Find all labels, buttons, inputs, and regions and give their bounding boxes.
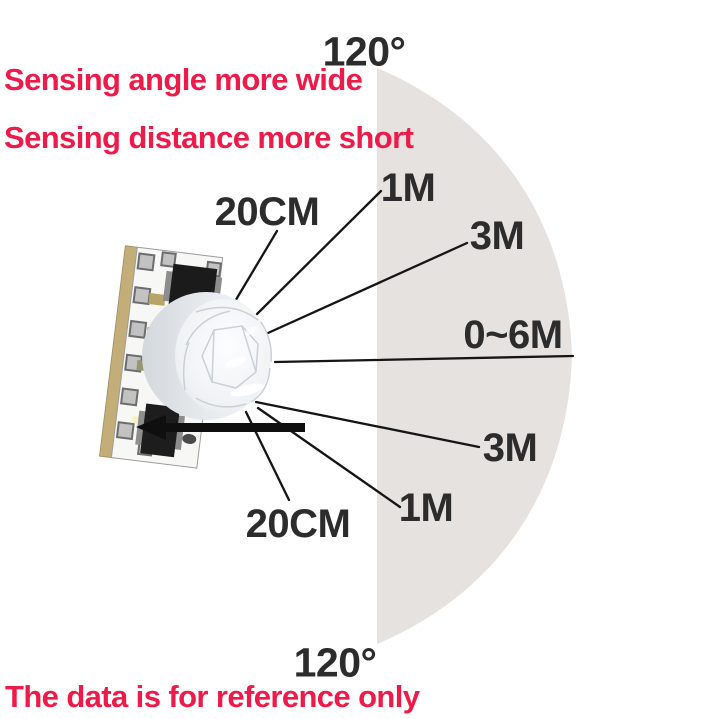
angle-label-top: 120°	[322, 28, 406, 75]
distance-label-bottom-20cm: 20CM	[245, 502, 351, 546]
distance-label-bottom-1m: 1M	[398, 486, 454, 530]
callout-lines	[232, 189, 575, 509]
sensing-fan-area	[377, 68, 572, 644]
distance-label-bottom-3m: 3M	[482, 426, 538, 470]
angle-label-bottom: 120°	[293, 639, 377, 686]
distance-label-top-1m: 1M	[380, 166, 436, 210]
callout-line-range	[273, 354, 575, 364]
distance-label-range: 0~6M	[463, 313, 563, 357]
note-sensing-distance: Sensing distance more short	[4, 120, 414, 155]
note-reference-only: The data is for reference only	[5, 679, 420, 714]
distance-label-top-3m: 3M	[469, 214, 525, 258]
callout-line-top-1m	[255, 189, 383, 316]
lens-highlights	[225, 326, 264, 397]
lens-facets	[182, 306, 273, 408]
note-sensing-angle: Sensing angle more wide	[4, 62, 363, 97]
callout-line-top-20cm	[232, 229, 279, 305]
pir-module-photo	[99, 245, 305, 469]
left-arrow-icon	[136, 415, 305, 440]
callout-line-top-3m	[266, 241, 469, 335]
distance-label-top-20cm: 20CM	[214, 190, 320, 234]
fresnel-lens-dome	[142, 292, 273, 420]
callout-line-bottom-3m	[254, 400, 481, 449]
